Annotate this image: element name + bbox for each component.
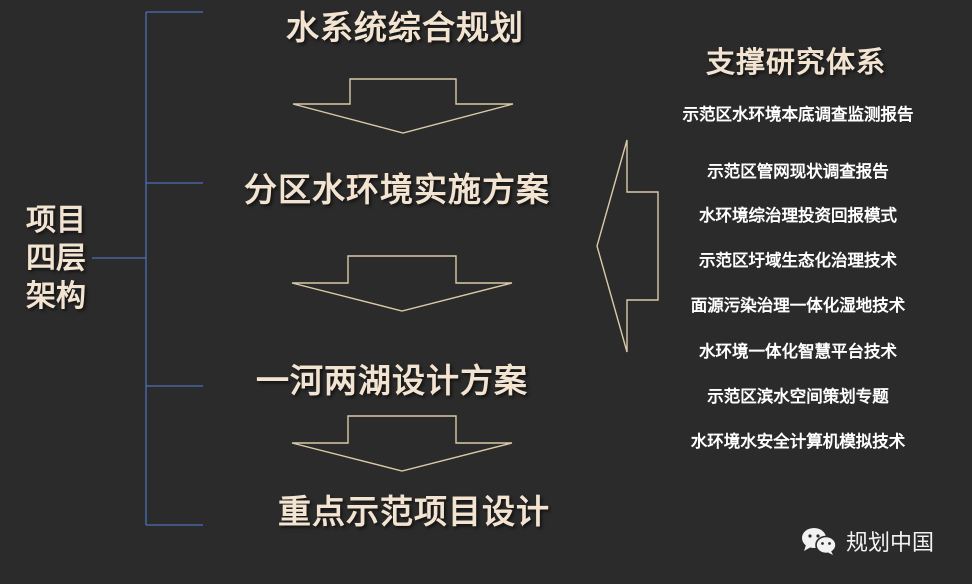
support-item-7: 示范区滨水空间策划专题 — [707, 387, 889, 406]
support-item-6: 水环境一体化智慧平台技术 — [699, 342, 897, 361]
support-item-5: 面源污染治理一体化湿地技术 — [690, 296, 906, 315]
level-2-label: 分区水环境实施方案 — [244, 170, 550, 209]
watermark: 规划中国 — [800, 524, 934, 558]
wechat-icon — [802, 528, 837, 555]
level-1-label: 水系统综合规划 — [286, 8, 524, 47]
support-item-8: 水环境水安全计算机模拟技术 — [690, 432, 906, 451]
side-label-line1: 项目 — [26, 203, 86, 238]
level-3-label: 一河两湖设计方案 — [256, 361, 528, 400]
side-label-line2: 四层 — [26, 241, 86, 276]
side-label-line3: 架构 — [26, 279, 86, 314]
support-item-4: 示范区圩域生态化治理技术 — [699, 251, 897, 270]
down-arrow-2 — [291, 255, 513, 312]
watermark-text: 规划中国 — [846, 531, 935, 556]
support-item-2: 示范区管网现状调查报告 — [707, 162, 889, 181]
support-title: 支撑研究体系 — [706, 45, 887, 79]
down-arrow-1 — [292, 78, 514, 134]
bracket — [92, 11, 203, 526]
support-item-1: 示范区水环境本底调查监测报告 — [682, 105, 914, 124]
level-4-label: 重点示范项目设计 — [278, 492, 550, 531]
left-arrow — [596, 139, 659, 353]
side-label: 项目 四层 架构 — [26, 202, 96, 316]
down-arrow-3 — [291, 415, 513, 472]
support-item-3: 水环境综治理投资回报模式 — [699, 206, 897, 225]
